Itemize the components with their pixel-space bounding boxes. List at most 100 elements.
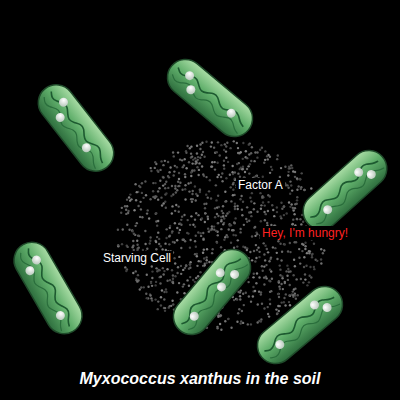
factor-a-particle <box>270 290 272 292</box>
factor-a-particle <box>250 215 252 217</box>
factor-a-particle <box>309 266 311 268</box>
cell-label: Starving Cell <box>101 251 173 265</box>
factor-a-particle <box>137 205 139 207</box>
factor-a-particle <box>236 298 238 300</box>
factor-a-particle <box>313 268 315 270</box>
factor-a-particle <box>255 282 257 284</box>
factor-a-particle <box>136 240 138 242</box>
factor-a-particle <box>310 276 312 278</box>
factor-a-particle <box>211 227 213 229</box>
factor-a-particle <box>183 283 185 285</box>
factor-a-particle <box>276 312 278 314</box>
factor-a-particle <box>139 288 141 290</box>
factor-a-particle <box>154 167 156 169</box>
factor-a-particle <box>168 235 170 237</box>
factor-a-particle <box>163 270 165 272</box>
factor-a-particle <box>157 231 159 233</box>
factor-a-particle <box>239 298 241 300</box>
factor-a-particle <box>141 182 143 184</box>
factor-a-particle <box>279 268 281 270</box>
factor-a-particle <box>289 180 291 182</box>
factor-a-particle <box>289 193 291 195</box>
factor-a-particle <box>232 182 234 184</box>
factor-a-particle <box>216 213 218 215</box>
factor-a-particle <box>190 152 192 154</box>
factor-a-particle <box>180 273 182 275</box>
factor-a-particle <box>196 265 198 267</box>
factor-a-particle <box>204 212 206 214</box>
factor-a-particle <box>126 246 128 248</box>
factor-a-particle <box>202 151 204 153</box>
factor-a-particle <box>290 164 292 166</box>
factor-a-particle <box>185 264 187 266</box>
factor-a-particle <box>166 280 168 282</box>
factor-a-particle <box>183 292 185 294</box>
factor-a-particle <box>128 229 130 231</box>
factor-a-particle <box>220 314 222 316</box>
factor-a-particle <box>256 321 258 323</box>
factor-a-particle <box>253 250 255 252</box>
factor-a-particle <box>242 166 244 168</box>
factor-a-particle <box>258 256 260 258</box>
factor-a-particle <box>136 191 138 193</box>
factor-a-particle <box>171 230 173 232</box>
factor-a-particle <box>220 228 222 230</box>
factor-a-particle <box>207 196 209 198</box>
factor-a-particle <box>242 158 244 160</box>
factor-a-particle <box>292 223 294 225</box>
factor-a-particle <box>231 165 233 167</box>
factor-a-particle <box>265 213 267 215</box>
factor-a-particle <box>229 174 231 176</box>
factor-a-particle <box>263 211 265 213</box>
factor-a-particle <box>181 159 183 161</box>
factor-a-particle <box>176 166 178 168</box>
factor-a-particle <box>218 154 220 156</box>
factor-a-particle <box>248 211 250 213</box>
factor-a-particle <box>197 231 199 233</box>
factor-a-particle <box>220 220 222 222</box>
factor-a-particle <box>202 238 204 240</box>
factor-a-particle <box>297 185 299 187</box>
factor-a-particle <box>149 240 151 242</box>
factor-a-particle <box>176 239 178 241</box>
factor-a-particle <box>302 220 304 222</box>
factor-a-particle <box>180 247 182 249</box>
factor-a-particle <box>206 248 208 250</box>
factor-a-particle <box>164 183 166 185</box>
factor-a-particle <box>239 198 241 200</box>
factor-a-particle <box>240 195 242 197</box>
factor-a-particle <box>225 177 227 179</box>
factor-a-particle <box>264 245 266 247</box>
factor-a-particle <box>177 181 179 183</box>
factor-a-particle <box>292 294 294 296</box>
factor-a-particle <box>222 205 224 207</box>
factor-a-particle <box>120 211 122 213</box>
factor-a-particle <box>134 225 136 227</box>
factor-a-particle <box>313 266 315 268</box>
factor-a-particle <box>248 220 250 222</box>
factor-a-particle <box>269 172 271 174</box>
factor-a-particle <box>205 262 207 264</box>
factor-a-particle <box>242 168 244 170</box>
factor-a-particle <box>300 172 302 174</box>
cell-body <box>31 78 121 179</box>
factor-a-particle <box>290 203 292 205</box>
factor-a-particle <box>237 208 239 210</box>
factor-a-particle <box>308 281 310 283</box>
factor-a-particle <box>128 196 130 198</box>
factor-a-particle <box>166 268 168 270</box>
factor-a-particle <box>144 180 146 182</box>
factor-a-particle <box>235 234 237 236</box>
factor-a-particle <box>151 285 153 287</box>
factor-a-particle <box>210 197 212 199</box>
factor-a-particle <box>285 293 287 295</box>
factor-a-particle <box>257 246 259 248</box>
factor-a-particle <box>279 264 281 266</box>
factor-a-particle <box>248 143 250 145</box>
factor-a-particle <box>233 221 235 223</box>
factor-a-particle <box>171 269 173 271</box>
factor-a-particle <box>258 251 260 253</box>
factor-a-particle <box>154 197 156 199</box>
factor-a-particle <box>175 191 177 193</box>
